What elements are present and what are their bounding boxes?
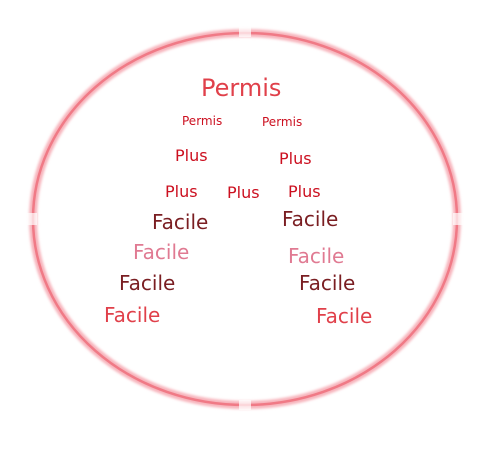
word-facile-1: Facile — [152, 210, 209, 234]
word-facile-5: Facile — [119, 271, 176, 295]
word-plus-3: Plus — [165, 182, 198, 201]
word-plus-4: Plus — [227, 183, 260, 202]
word-permis-right: Permis — [262, 115, 303, 129]
word-facile-4: Facile — [288, 244, 345, 268]
word-facile-3: Facile — [133, 240, 190, 264]
word-plus-1: Plus — [175, 146, 208, 165]
word-plus-5: Plus — [288, 182, 321, 201]
word-facile-6: Facile — [299, 271, 356, 295]
word-facile-2: Facile — [282, 207, 339, 231]
word-plus-2: Plus — [279, 149, 312, 168]
word-permis-main: Permis — [201, 74, 282, 102]
word-facile-7: Facile — [104, 303, 161, 327]
word-facile-8: Facile — [316, 304, 373, 328]
word-permis-left: Permis — [182, 114, 223, 128]
